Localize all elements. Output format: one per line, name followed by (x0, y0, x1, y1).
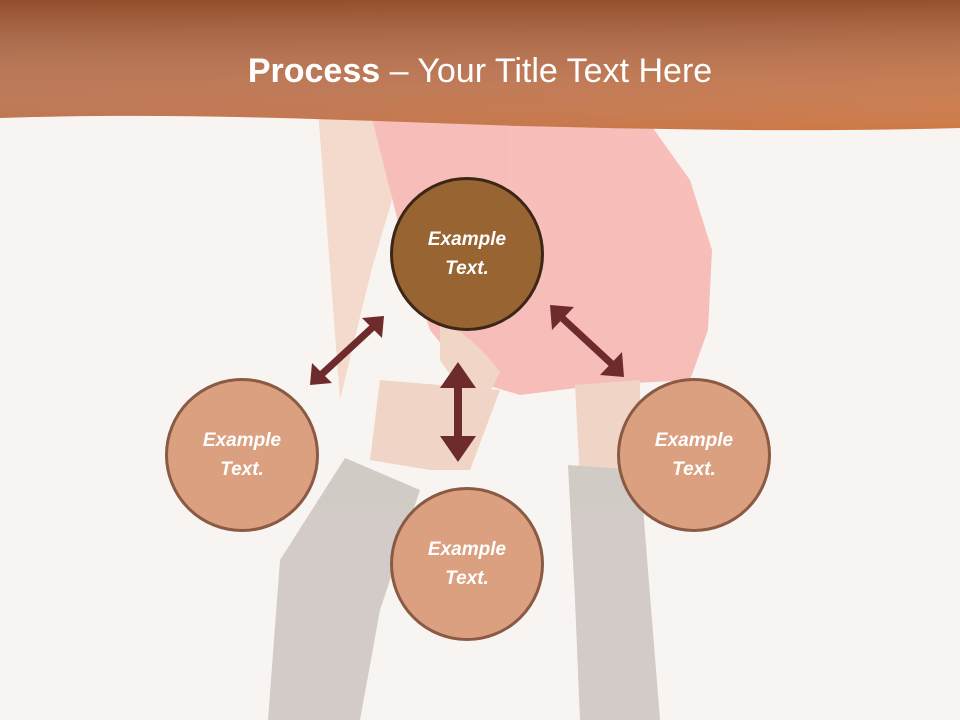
double-arrow-right (550, 305, 624, 377)
slide-title-rest: – Your Title Text Here (380, 52, 713, 90)
process-node-center-text: Example Text. (427, 229, 507, 279)
slide-title: Process – Your Title Text Here (0, 52, 960, 91)
process-node-bottom-text: Example Text. (427, 539, 507, 589)
double-arrow-down (440, 362, 476, 462)
process-node-right-text: Example Text. (654, 430, 734, 480)
process-node-left[interactable]: Example Text. (165, 378, 319, 532)
process-node-left-text: Example Text. (202, 430, 282, 480)
double-arrow-left (310, 316, 384, 385)
process-node-bottom[interactable]: Example Text. (390, 487, 544, 641)
process-node-right[interactable]: Example Text. (617, 378, 771, 532)
process-node-center[interactable]: Example Text. (390, 177, 544, 331)
slide-title-bold: Process (247, 52, 381, 90)
